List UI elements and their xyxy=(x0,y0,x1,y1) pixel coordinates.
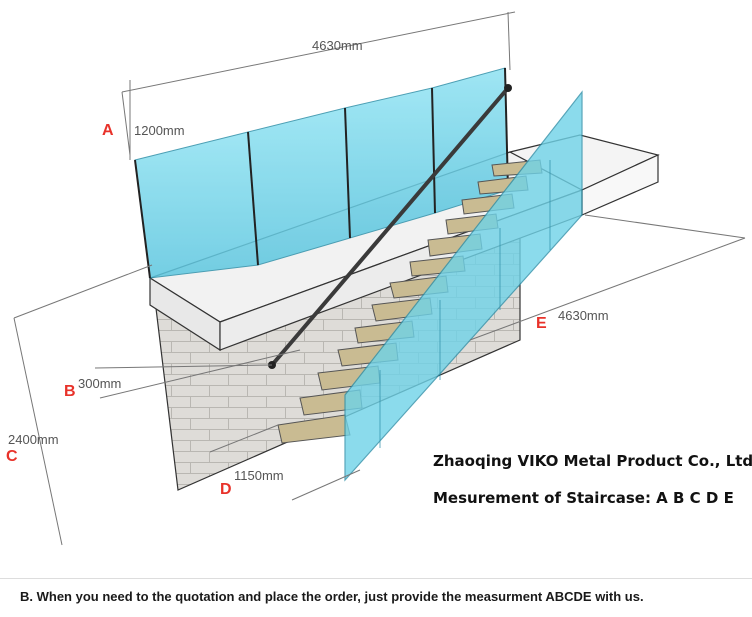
stair-glass-panel xyxy=(344,90,583,482)
dim-rail-height: 1200mm xyxy=(134,123,185,138)
dim-tread-depth: 300mm xyxy=(78,376,121,391)
dim-diagonal-length: 4630mm xyxy=(558,308,609,323)
company-name: Zhaoqing VIKO Metal Product Co., Ltd xyxy=(433,452,752,470)
label-b: B xyxy=(64,383,76,400)
label-c: C xyxy=(6,448,18,465)
handrail xyxy=(270,86,510,367)
dimension-lines xyxy=(13,11,746,546)
caption-bar: B. When you need to the quotation and pl… xyxy=(0,578,752,617)
label-e: E xyxy=(536,315,547,332)
top-glass-balustrade xyxy=(134,67,509,279)
measurement-title: Mesurement of Staircase: A B C D E xyxy=(433,489,734,507)
dim-top-length: 4630mm xyxy=(312,38,363,53)
label-a: A xyxy=(102,122,114,139)
staircase-diagram: 4630mm 1200mm 300mm 2400mm 1150mm 4630mm… xyxy=(6,11,752,546)
dim-tread-width: 1150mm xyxy=(234,468,284,483)
label-d: D xyxy=(220,481,232,498)
caption-text: B. When you need to the quotation and pl… xyxy=(20,589,644,604)
dim-total-height: 2400mm xyxy=(8,432,59,447)
